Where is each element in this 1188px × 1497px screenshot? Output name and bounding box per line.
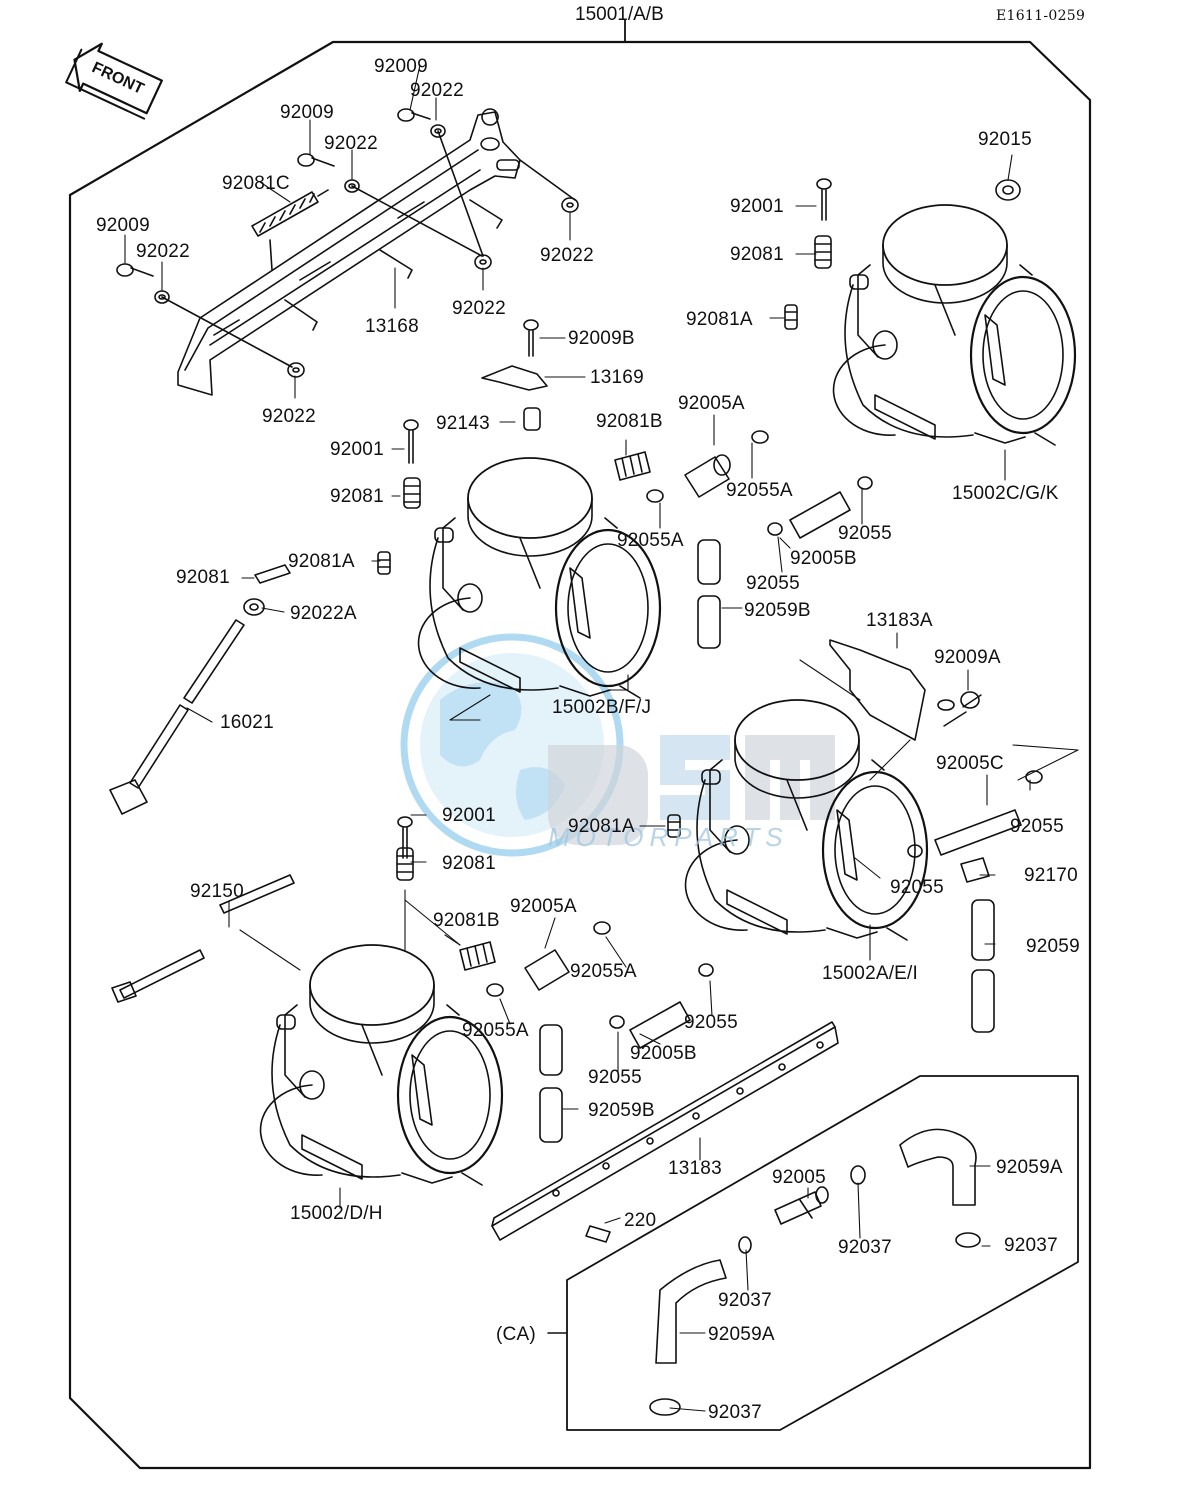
part-callout: 92001: [730, 196, 784, 217]
part-callout: 92037: [708, 1402, 762, 1423]
front-arrow-icon: [65, 42, 163, 120]
part-callout: 92001: [442, 805, 496, 826]
part-callout: 92005A: [678, 393, 745, 414]
part-callout: 92081: [176, 567, 230, 588]
part-callout: 13169: [590, 367, 644, 388]
part-callout: 92059A: [708, 1324, 775, 1345]
ca-subassembly-box: [566, 1075, 1079, 1431]
part-callout: 92055: [684, 1012, 738, 1033]
assembly-frame: [68, 40, 1092, 1470]
part-callout: (CA): [496, 1324, 536, 1345]
part-callout: 92022: [324, 133, 378, 154]
part-callout: 15002/D/H: [290, 1203, 383, 1224]
carburetor-lower-left: [259, 943, 504, 1187]
leader-lines: [124, 64, 1079, 1412]
part-callout: 92009: [96, 215, 150, 236]
part-callout: 92055: [588, 1067, 642, 1088]
part-callout: 92143: [436, 413, 490, 434]
watermark-subtitle: MOTORPARTS: [548, 822, 789, 852]
part-callout: 92055A: [570, 961, 637, 982]
part-callout: 92055A: [462, 1020, 529, 1041]
part-callout: 92005B: [630, 1043, 697, 1064]
part-callout: 92009: [280, 102, 334, 123]
part-callout: 92081B: [433, 910, 500, 931]
part-callout: 92001: [330, 439, 384, 460]
part-callout: 92170: [1024, 865, 1078, 886]
carburetor-upper-right: [832, 203, 1077, 447]
part-callout: 92081B: [596, 411, 663, 432]
part-callout: 92081A: [288, 551, 355, 572]
part-callout: 92055: [746, 573, 800, 594]
part-callout: 92022: [136, 241, 190, 262]
part-callout: 92055A: [726, 480, 793, 501]
part-callout: 92037: [1004, 1235, 1058, 1256]
fuel-fittings: [486, 430, 1043, 1416]
part-callout: 92022: [452, 298, 506, 319]
part-callout: 15002A/E/I: [822, 963, 919, 984]
part-callout: 92009B: [568, 328, 635, 349]
part-callout: 92055: [1010, 816, 1064, 837]
part-callout: 16021: [220, 712, 274, 733]
part-callout: 92022: [540, 245, 594, 266]
part-callout: 92081A: [568, 816, 635, 837]
reference-code: E1611-0259: [996, 8, 1086, 24]
part-callout: 92081: [442, 853, 496, 874]
part-callout: 92055: [890, 877, 944, 898]
part-callout: 92005A: [510, 896, 577, 917]
part-callout: 13183A: [866, 610, 933, 631]
part-callout: 92081: [730, 244, 784, 265]
part-callout: 92059B: [588, 1100, 655, 1121]
choke-cable: [109, 619, 295, 1003]
screws-springs: [243, 178, 1021, 971]
watermark-logo: [400, 633, 835, 857]
part-callout: 92005C: [936, 753, 1004, 774]
part-callout: 92005: [772, 1167, 826, 1188]
part-callout: 92081C: [222, 173, 290, 194]
bracket-hardware: [116, 108, 579, 378]
part-callout: 92081: [330, 486, 384, 507]
part-callout: 15002C/G/K: [952, 483, 1059, 504]
part-callout: 92055A: [617, 530, 684, 551]
part-callout: 92005B: [790, 548, 857, 569]
part-callout: 13183: [668, 1158, 722, 1179]
part-callout: 92037: [838, 1237, 892, 1258]
part-callout: 92055: [838, 523, 892, 544]
part-callout: 92022: [410, 80, 464, 101]
assembly-number: 15001/A/B: [575, 4, 664, 25]
part-callout: 92009A: [934, 647, 1001, 668]
part-callout: 92037: [718, 1290, 772, 1311]
mounting-bracket: [177, 108, 521, 396]
part-callout: 92059B: [744, 600, 811, 621]
part-callout: 92022A: [290, 603, 357, 624]
part-callout: 13168: [365, 316, 419, 337]
part-callout: 92081A: [686, 309, 753, 330]
part-callout: 92022: [262, 406, 316, 427]
carb-rail: [491, 639, 955, 1243]
part-callout: 220: [624, 1210, 657, 1231]
part-callout: 92150: [190, 881, 244, 902]
part-callout: 15002B/F/J: [552, 697, 652, 718]
part-callout: 92059A: [996, 1157, 1063, 1178]
part-callout: 92009: [374, 56, 428, 77]
part-callout: 92059: [1026, 936, 1080, 957]
part-callout: 92015: [978, 129, 1032, 150]
